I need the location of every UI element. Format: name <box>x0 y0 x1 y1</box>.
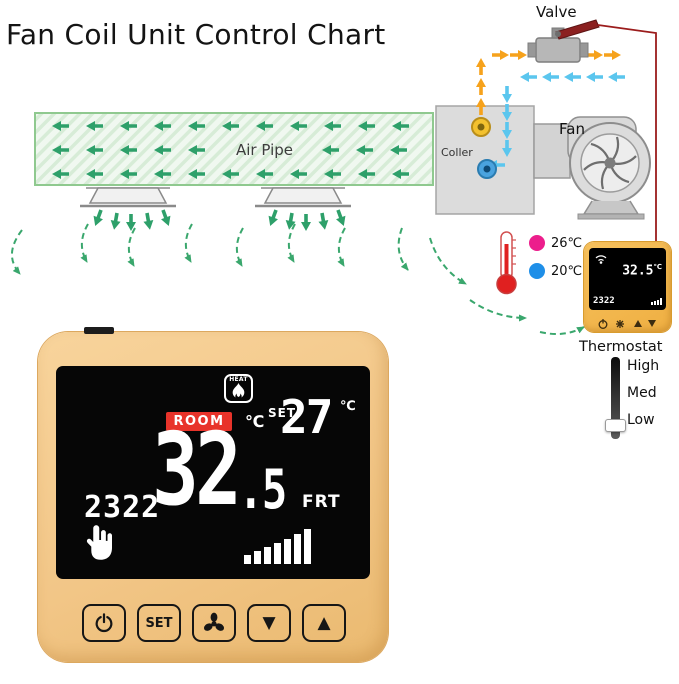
temp-up-button[interactable]: ▲ <box>302 604 346 642</box>
diffusers <box>80 187 351 231</box>
coller-label: Coller <box>441 146 473 159</box>
valve-label: Valve <box>536 3 577 21</box>
coil-ports <box>471 117 497 179</box>
thermostat-display: HEAT ROOM ℃ SET 27 ℃ 32.5 2322 FRT <box>56 366 370 579</box>
fan-speed-slider-track[interactable] <box>611 357 620 439</box>
flame-icon <box>232 383 245 398</box>
heat-label: HEAT <box>229 376 248 383</box>
set-button[interactable]: SET <box>137 604 181 642</box>
airflow-arrows <box>11 223 585 336</box>
wifi-icon <box>595 255 607 264</box>
room-temp-value: 32.5 <box>152 411 287 528</box>
touch-hand-icon <box>86 525 112 560</box>
thermometer-icon <box>496 231 517 295</box>
time-value: 2322 <box>84 490 161 525</box>
day-value: FRT <box>302 492 341 512</box>
page-title: Fan Coil Unit Control Chart <box>6 18 386 51</box>
air-pipe-label: Air Pipe <box>236 141 293 159</box>
fan-icon <box>203 612 225 631</box>
set-button-label: SET <box>145 615 173 631</box>
mini-thermostat-display: 32.5℃ 2322 <box>589 248 666 310</box>
top-power-switch[interactable] <box>84 327 114 334</box>
power-button[interactable] <box>82 604 126 642</box>
slider-label-high: High <box>627 358 660 374</box>
mini-room-temp: 32.5℃ <box>622 263 662 279</box>
set-temp-value: 27 <box>280 390 333 444</box>
heat-mode-indicator: HEAT <box>224 374 253 403</box>
set-temp-unit: ℃ <box>340 399 356 414</box>
mini-time: 2322 <box>593 296 615 306</box>
mini-button-row <box>584 317 671 330</box>
valve-graphic <box>527 19 600 63</box>
fan-label: Fan <box>559 120 585 138</box>
cold-temp-label: 20℃ <box>551 264 583 279</box>
slider-label-low: Low <box>627 412 655 428</box>
room-temp-unit: ℃ <box>245 412 265 431</box>
fan-speed-slider-handle[interactable] <box>605 419 626 432</box>
mini-thermostat: 32.5℃ 2322 <box>584 242 671 332</box>
hot-temp-dot <box>529 235 545 251</box>
mini-button-icons <box>598 319 656 329</box>
temp-down-button[interactable]: ▼ <box>247 604 291 642</box>
set-label: SET <box>268 406 297 420</box>
hot-temp-label: 26℃ <box>551 236 583 251</box>
thermostat-label: Thermostat <box>579 339 663 355</box>
power-icon <box>95 613 113 633</box>
cold-temp-dot <box>529 263 545 279</box>
fan-button[interactable] <box>192 604 236 642</box>
signal-bars <box>244 524 311 564</box>
thermostat-device: HEAT ROOM ℃ SET 27 ℃ 32.5 2322 FRT <box>38 327 388 662</box>
control-wire <box>597 24 657 247</box>
air-pipe-duct <box>34 112 434 186</box>
thermostat-buttons: SET ▼ ▲ <box>82 604 346 642</box>
triangle-down-icon: ▼ <box>262 613 276 633</box>
fan-blower <box>533 116 651 220</box>
mini-signal-bars <box>651 298 662 305</box>
room-label: ROOM <box>166 412 232 431</box>
slider-label-med: Med <box>627 385 657 401</box>
triangle-up-icon: ▲ <box>317 613 331 633</box>
